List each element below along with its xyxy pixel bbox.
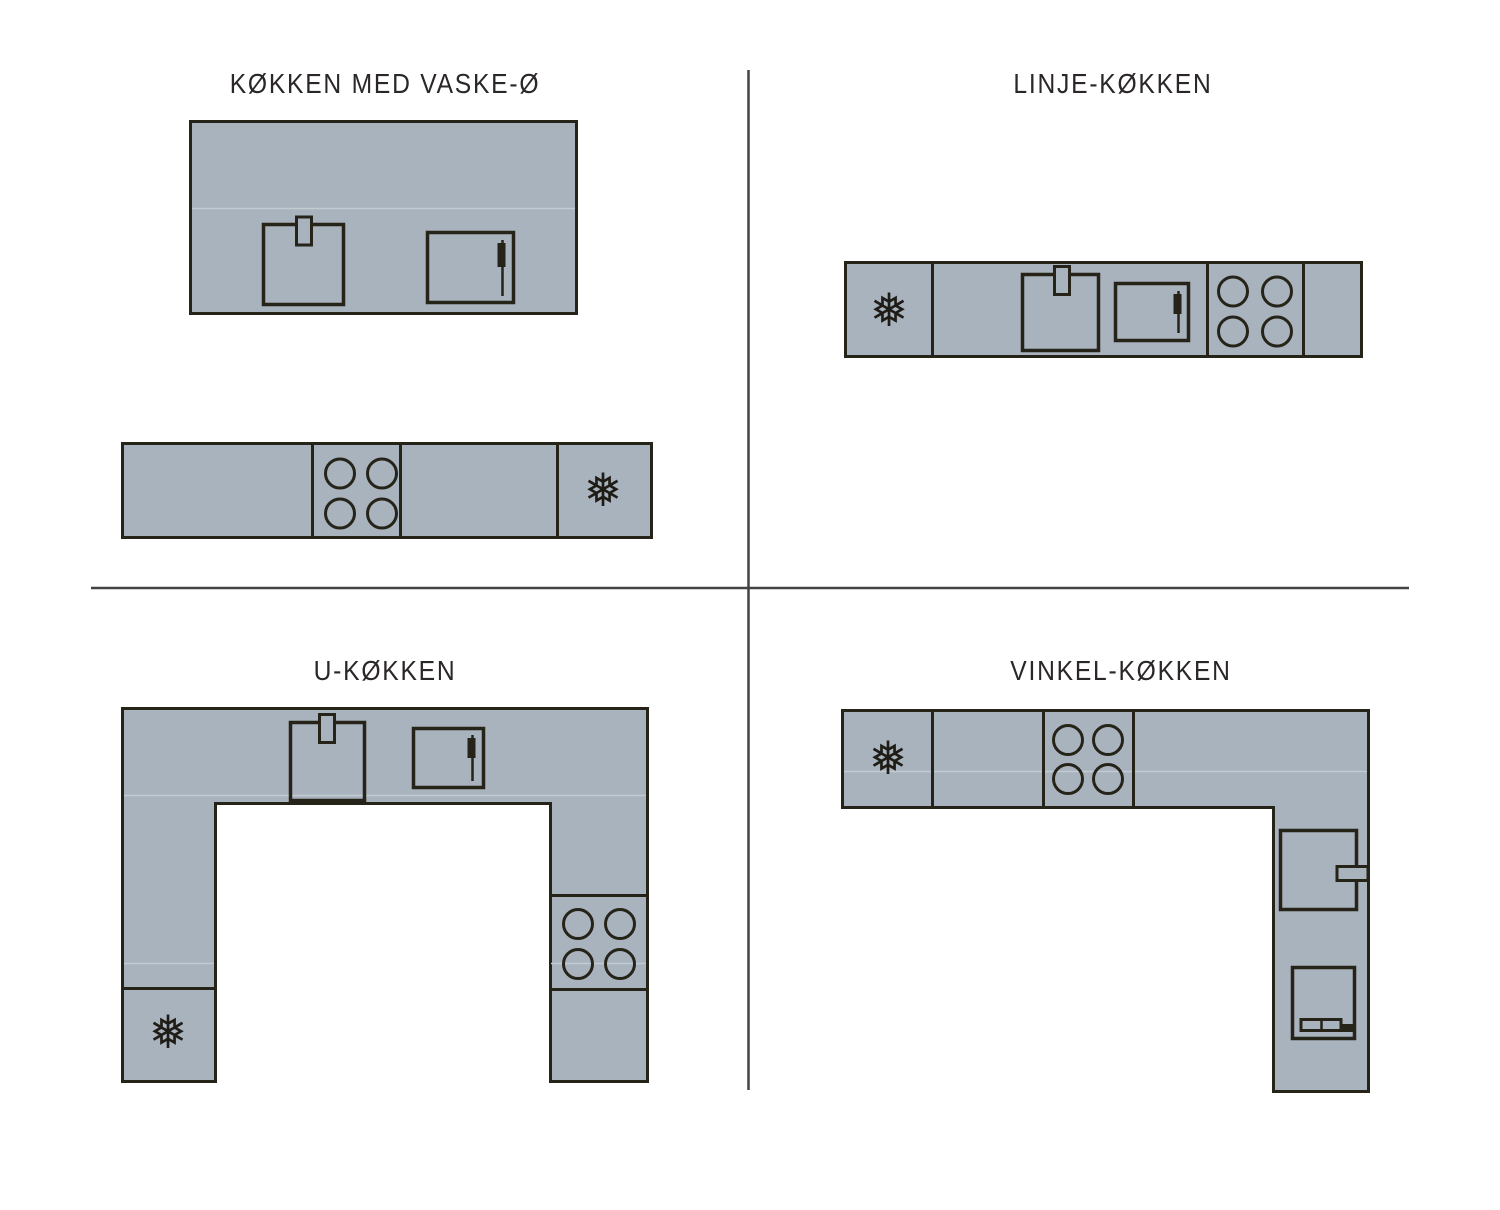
island-kitchen-diagram: ❅ [121,120,653,539]
oven-icon [425,230,516,305]
burner-circle [1217,315,1249,348]
fridge-snowflake-icon: ❅ [869,731,908,785]
angle-counter [841,709,1370,1093]
island-counter [189,120,578,315]
fridge-snowflake-icon: ❅ [584,463,623,517]
burner-circle [1052,724,1084,756]
sink-icon [1278,828,1370,912]
burner-circle [366,497,398,530]
u-kitchen-diagram: ❅ [121,707,649,1083]
faucet-icon [1053,265,1071,296]
oven-icon [411,726,486,790]
burner-circle [324,497,356,530]
burner-circle [1052,763,1084,795]
island-wall-counter: ❅ [121,442,653,539]
line-kitchen-diagram: ❅ [844,261,1363,358]
faucet-icon [295,215,313,247]
angle-kitchen-diagram: ❅ [841,709,1370,1093]
line-kitchen-title: LINJE-KØKKEN [1013,68,1213,99]
faucet-icon [1335,865,1370,882]
cooktop-icon [1217,275,1293,348]
island-kitchen-title: KØKKEN MED VASKE-Ø [229,68,541,99]
fridge-snowflake-icon: ❅ [149,1005,188,1059]
sink-icon [1020,265,1101,353]
cooktop-icon [562,908,636,980]
sink-icon [261,215,346,307]
oven-icon [1113,281,1191,343]
fridge-snowflake-icon: ❅ [870,283,909,337]
burner-circle [1261,275,1293,308]
burner-circle [604,948,636,980]
burner-circle [1092,763,1124,795]
sink-icon [288,713,367,803]
burner-circle [604,908,636,940]
burner-circle [366,457,398,490]
burner-circle [324,457,356,490]
burner-circle [562,908,594,940]
angle-kitchen-title: VINKEL-KØKKEN [1010,655,1232,686]
burner-circle [1217,275,1249,308]
u-counter [121,707,649,1083]
cooktop-icon [324,457,398,530]
burner-circle [562,948,594,980]
oven-icon [1290,965,1357,1041]
burner-circle [1261,315,1293,348]
cooktop-icon [1052,724,1124,795]
burner-circle [1092,724,1124,756]
faucet-icon [318,713,336,744]
u-kitchen-title: U-KØKKEN [313,655,457,686]
